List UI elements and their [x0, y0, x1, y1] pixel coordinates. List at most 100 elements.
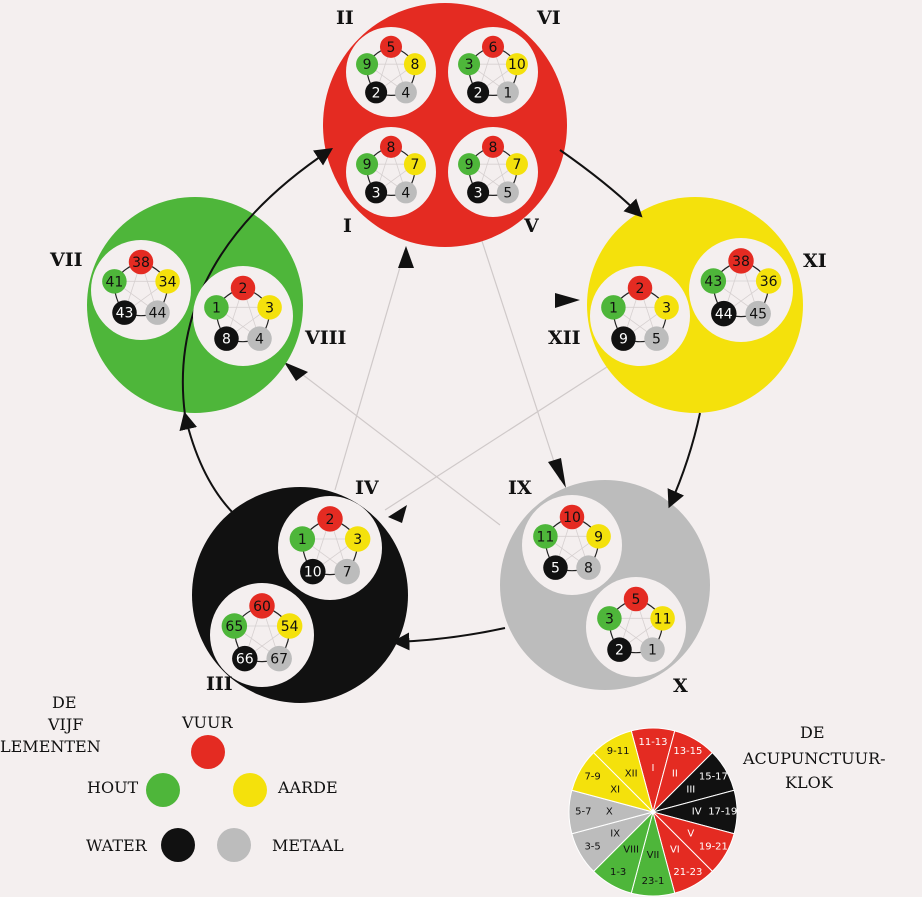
- wood-number: 9: [465, 157, 474, 173]
- legend-metal-label: METAAL: [272, 836, 344, 855]
- fire-element-circle: [323, 3, 567, 247]
- water-number-dot: 66: [232, 645, 258, 672]
- fire-number-dot: 2: [627, 275, 653, 301]
- wood-number: 65: [225, 619, 243, 635]
- earth-number: 7: [410, 157, 419, 173]
- earth-number-dot: 3: [257, 295, 282, 320]
- clock-title-line-3: KLOK: [785, 773, 834, 792]
- fire-number: 2: [239, 281, 248, 297]
- fire-number-dot: 2: [230, 275, 256, 301]
- clock-hours: 5-7: [575, 807, 591, 818]
- group-label-viii: VIII: [304, 327, 347, 349]
- wood-number-dot: 1: [289, 526, 316, 552]
- metal-number-dot: 44: [145, 300, 170, 325]
- group-label-xi: XI: [803, 250, 827, 272]
- generating-cycle-arrows: [179, 148, 701, 651]
- clock-roman: XI: [610, 785, 620, 796]
- group-label-i: I: [343, 215, 352, 237]
- clock-title: DE ACUPUNCTUUR- KLOK: [742, 723, 886, 792]
- wood-number-dot: 1: [601, 295, 626, 320]
- clock-title-line-2: ACUPUNCTUUR-: [742, 749, 886, 768]
- fire-number: 10: [563, 510, 581, 526]
- earth-number-dot: 54: [276, 613, 303, 639]
- earth-number-dot: 10: [505, 53, 528, 76]
- metal-number: 45: [749, 307, 767, 323]
- clock-roman: X: [606, 807, 613, 818]
- group-label-iv: IV: [355, 477, 380, 499]
- legend-wood-label: HOUT: [87, 778, 139, 797]
- clock-roman: V: [687, 828, 694, 839]
- wood-number: 9: [363, 157, 372, 173]
- water-number-dot: 9: [611, 326, 636, 351]
- earth-number-dot: 11: [650, 606, 675, 631]
- water-number-dot: 3: [365, 181, 388, 204]
- legend-water-dot: [161, 828, 195, 862]
- earth-number-dot: 7: [403, 153, 426, 176]
- metal-number-dot: 5: [496, 181, 519, 204]
- wood-number-dot: 3: [458, 53, 481, 76]
- wood-number-dot: 3: [597, 606, 622, 631]
- fire-number-dot: 38: [128, 249, 154, 275]
- wood-number-dot: 9: [356, 53, 379, 76]
- metal-number-dot: 1: [640, 637, 665, 662]
- clock-roman: VIII: [623, 844, 639, 855]
- earth-number: 11: [654, 611, 672, 627]
- earth-number: 34: [159, 274, 177, 290]
- group-label-x: X: [673, 675, 688, 697]
- fire-number: 38: [732, 254, 750, 270]
- fire-number: 60: [253, 599, 271, 615]
- fire-number-dot: 38: [728, 248, 754, 274]
- water-number: 2: [615, 643, 624, 659]
- legend-title-line-2: VIJF: [47, 715, 83, 734]
- earth-number-dot: 3: [654, 295, 679, 320]
- water-number-dot: 44: [711, 300, 737, 327]
- legend: DE VIJF LEMENTEN VUUR HOUT AARDE WATER M…: [0, 693, 344, 862]
- earth-number-dot: 7: [505, 153, 528, 176]
- clock-hours: 23-1: [642, 876, 665, 887]
- metal-number: 44: [149, 306, 167, 322]
- earth-number: 54: [281, 619, 299, 635]
- fire-number-dot: 6: [481, 35, 505, 58]
- fire-number: 6: [489, 40, 498, 56]
- metal-number: 67: [270, 652, 288, 668]
- fire-number: 8: [489, 140, 498, 156]
- wood-number-dot: 11: [533, 524, 558, 549]
- fire-number: 5: [387, 40, 396, 56]
- metal-number-dot: 67: [266, 645, 292, 672]
- water-number-dot: 3: [467, 181, 490, 204]
- wood-number-dot: 43: [700, 268, 727, 294]
- clock-hours: 3-5: [584, 841, 600, 852]
- legend-earth-label: AARDE: [277, 778, 338, 797]
- clock-roman: I: [652, 763, 655, 774]
- metal-number-dot: 45: [745, 300, 771, 327]
- clock-hours: 11-13: [638, 737, 667, 748]
- clock-hours: 17-19: [708, 807, 737, 818]
- earth-number: 3: [265, 300, 274, 316]
- wood-number: 1: [298, 532, 307, 548]
- clock-hours: 7-9: [584, 772, 600, 783]
- metal-number-dot: 7: [334, 558, 360, 585]
- clock-roman: XII: [625, 769, 638, 780]
- earth-number: 9: [594, 529, 603, 545]
- earth-number-dot: 8: [403, 53, 426, 76]
- earth-number-dot: 34: [155, 269, 180, 294]
- group-label-xii: XII: [548, 327, 581, 349]
- clock-hours: 19-21: [699, 841, 728, 852]
- legend-earth-dot: [233, 773, 267, 807]
- wood-number: 43: [704, 274, 722, 290]
- water-number: 43: [116, 306, 134, 322]
- meridian-group-iii: 60 54 67 66 65: [210, 583, 314, 687]
- water-number-dot: 2: [365, 81, 388, 104]
- wood-number-dot: 1: [204, 295, 229, 320]
- water-number: 10: [304, 565, 322, 581]
- wood-number-dot: 65: [221, 613, 248, 639]
- earth-number: 3: [662, 300, 671, 316]
- metal-number: 8: [584, 561, 593, 577]
- water-number: 44: [715, 307, 733, 323]
